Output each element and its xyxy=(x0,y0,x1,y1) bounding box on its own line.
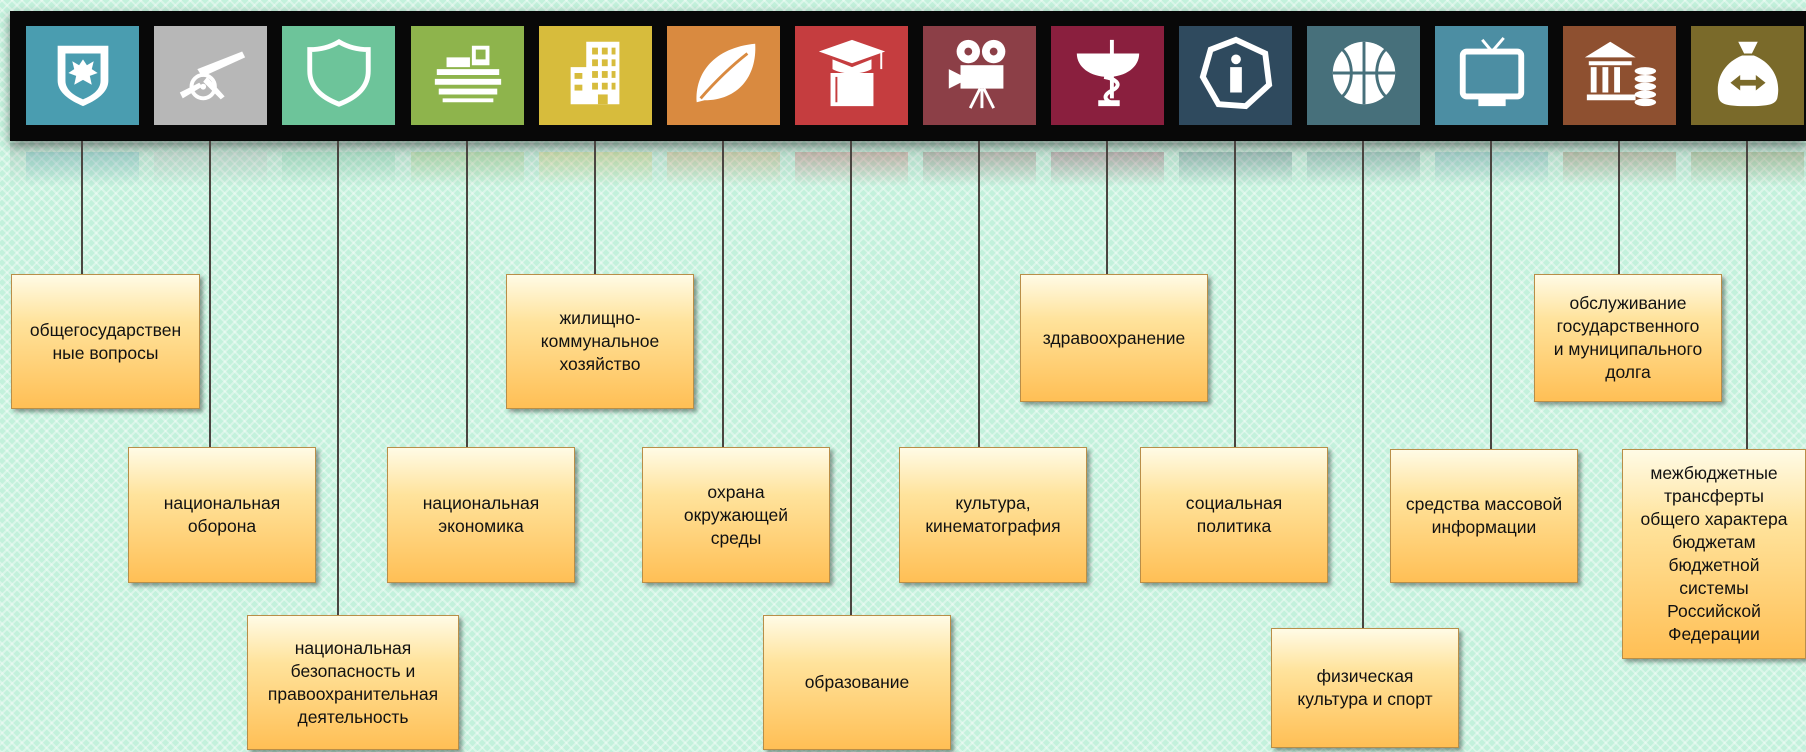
category-tile-housing xyxy=(539,26,652,125)
category-label: образование xyxy=(804,672,910,692)
building-icon xyxy=(557,34,635,117)
category-label: общегосударствен ные вопросы xyxy=(29,319,182,363)
category-tile-transfers xyxy=(1691,26,1804,125)
category-label: обслуживание государственного и муниципа… xyxy=(1553,293,1703,382)
category-tile-debt xyxy=(1563,26,1676,125)
category-label: физическая культура и спорт xyxy=(1297,666,1433,709)
category-label: здравоохранение xyxy=(1042,327,1186,348)
tv-icon xyxy=(1453,34,1531,117)
money-bag-icon xyxy=(1709,34,1787,117)
category-label: средства массовой информации xyxy=(1405,494,1563,537)
movie-camera-icon xyxy=(941,34,1019,117)
coat-of-arms-icon xyxy=(44,34,122,117)
category-label: национальная экономика xyxy=(422,493,540,536)
category-box-security: национальная безопасность и правоохранит… xyxy=(247,615,459,750)
medicine-bowl-icon xyxy=(1069,34,1147,117)
category-tile-environment xyxy=(667,26,780,125)
category-label: национальная оборона xyxy=(163,493,281,536)
connector-line xyxy=(1490,141,1492,449)
category-tile-social xyxy=(1179,26,1292,125)
connector-line xyxy=(466,141,468,447)
basketball-icon xyxy=(1325,34,1403,117)
icon-bar-reflection xyxy=(10,143,1806,187)
connector-line xyxy=(594,141,596,274)
category-tile-media xyxy=(1435,26,1548,125)
artillery-cannon-icon xyxy=(172,34,250,117)
connector-line xyxy=(1362,141,1364,628)
harvester-icon xyxy=(429,34,507,117)
person-info-icon xyxy=(1197,34,1275,117)
connector-line xyxy=(1106,141,1108,274)
category-tile-sport xyxy=(1307,26,1420,125)
category-label: культура, кинематография xyxy=(925,493,1061,536)
connector-line xyxy=(1234,141,1236,447)
leaf-icon xyxy=(685,34,763,117)
connector-line xyxy=(1746,141,1748,449)
connector-line xyxy=(850,141,852,615)
category-box-education: образование xyxy=(763,615,951,750)
category-box-housing: жилищно- коммунальное хозяйство xyxy=(506,274,694,409)
category-box-economy: национальная экономика xyxy=(387,447,575,583)
category-tile-economy xyxy=(411,26,524,125)
shield-icon xyxy=(300,34,378,117)
category-tile-education xyxy=(795,26,908,125)
category-label: жилищно- коммунальное хозяйство xyxy=(540,308,660,374)
category-label: межбюджетные трансферты общего характера… xyxy=(1640,463,1788,644)
connector-line xyxy=(337,141,339,615)
category-box-sport: физическая культура и спорт xyxy=(1271,628,1459,748)
category-box-health: здравоохранение xyxy=(1020,274,1208,402)
connector-line xyxy=(209,141,211,447)
connector-line xyxy=(81,141,83,274)
category-tile-culture xyxy=(923,26,1036,125)
category-box-culture: культура, кинематография xyxy=(899,447,1087,583)
category-label: охрана окружающей среды xyxy=(683,481,789,548)
category-box-environment: охрана окружающей среды xyxy=(642,447,830,583)
category-box-social: социальная политика xyxy=(1140,447,1328,583)
category-label: социальная политика xyxy=(1185,493,1283,536)
category-tile-defense xyxy=(154,26,267,125)
connector-line xyxy=(978,141,980,447)
category-box-defense: национальная оборона xyxy=(128,447,316,583)
category-tile-general xyxy=(26,26,139,125)
category-box-transfers: межбюджетные трансферты общего характера… xyxy=(1622,449,1806,659)
connector-line xyxy=(1618,141,1620,274)
category-box-media: средства массовой информации xyxy=(1390,449,1578,583)
graduation-book-icon xyxy=(813,34,891,117)
bank-coins-icon xyxy=(1581,34,1659,117)
category-tile-health xyxy=(1051,26,1164,125)
connector-line xyxy=(722,141,724,447)
category-box-debt: обслуживание государственного и муниципа… xyxy=(1534,274,1722,402)
category-label: национальная безопасность и правоохранит… xyxy=(267,637,439,727)
category-tile-security xyxy=(282,26,395,125)
category-box-general: общегосударствен ные вопросы xyxy=(11,274,200,409)
